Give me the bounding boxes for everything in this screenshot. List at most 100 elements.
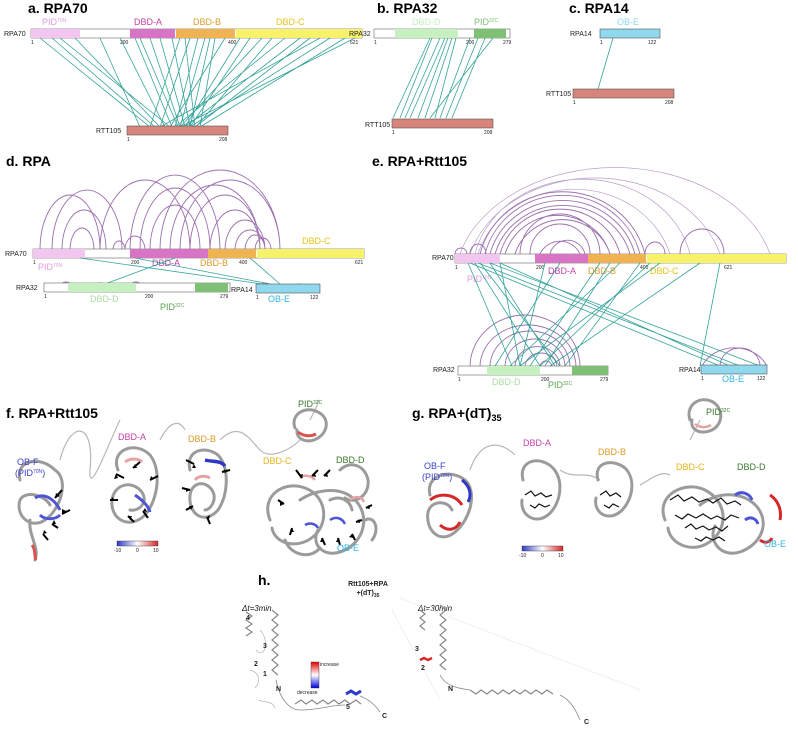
panel-c-obe-bar: [599, 28, 661, 39]
panel-d-dbdd-label: DBD-D: [90, 294, 119, 304]
panel-g-dbdb-label: DBD-B: [598, 447, 626, 457]
panel-f-scale-min: -10: [114, 548, 121, 554]
panel-e-32-tick-1: 1: [458, 377, 461, 383]
panel-g-obf-pid-label: (PID70N): [422, 472, 452, 482]
panel-a-dbdc-segment: [236, 29, 362, 38]
panel-h-left-label-1: 1: [263, 671, 267, 678]
panel-e-obe-bar: [700, 364, 768, 375]
panel-b-tick-200: 200: [466, 40, 475, 46]
panel-e-pid70-segment: [455, 254, 500, 263]
panel-h-left-label-4: 4: [246, 615, 250, 622]
panel-d-32-tick-200: 200: [145, 294, 154, 300]
panel-c-rpa14-label: RPA14: [570, 31, 592, 38]
panel-e-dbda-segment: [535, 254, 588, 263]
panel-a-dbda-segment: [130, 29, 175, 38]
panel-d-dbdc-segment: [257, 249, 364, 258]
panel-f-obe-label: OB-E: [337, 543, 359, 553]
panel-d-14-tick-122: 122: [310, 295, 319, 301]
panel-d-dbdb-label: DBD-B: [200, 258, 228, 268]
panel-a: a. RPA70 RPA70 PID70N DBD-A DBD-B DBD-C …: [4, 0, 363, 143]
panel-e-pid32-segment: [572, 366, 608, 375]
panel-f-dbdb-label: DBD-B: [188, 434, 216, 444]
panel-e-dbda-label: DBD-A: [548, 266, 576, 276]
panel-h-legend-increase: increase: [320, 662, 339, 668]
panel-c-obe-label: OB-E: [617, 17, 639, 27]
panel-f-pid32-label: PID32C: [298, 399, 323, 409]
panel-a-rtt-tick-208: 208: [219, 137, 228, 143]
panel-h-left-label-2: 2: [254, 661, 258, 668]
panel-d-arcs: [39, 169, 304, 289]
panel-f-dbdd-label: DBD-D: [336, 455, 365, 465]
panel-a-pid-label: PID70N: [42, 17, 67, 27]
panel-f-dbdc-label: DBD-C: [263, 456, 292, 466]
panel-g-scale-mid: 0: [541, 553, 544, 559]
panel-d-70-tick-400: 400: [239, 260, 248, 266]
panel-a-crosslinks: [39, 37, 356, 128]
panel-b-rtt105-bar: [391, 118, 494, 129]
panel-g-title: g. RPA+(dT)35: [412, 405, 501, 423]
panel-d-dbdd-segment: [68, 283, 136, 292]
panel-e-pid32-label: PID32C: [548, 380, 573, 390]
panel-h-left-label-5: 5: [346, 704, 350, 711]
panel-b-rtt105-label: RTT105: [365, 122, 390, 129]
panel-d-pid32-label: PID32C: [160, 302, 185, 312]
panel-d-70-tick-621: 621: [355, 260, 364, 266]
panel-f: f. RPA+Rtt105: [6, 399, 378, 562]
panel-c-rtt-tick-1: 1: [573, 100, 576, 106]
panel-g-obf-label: OB-F: [424, 461, 446, 471]
panel-e-32-tick-200: 200: [541, 377, 550, 383]
panel-d-obe-label: OB-E: [268, 294, 290, 304]
panel-f-obf-label: OB-F: [17, 457, 39, 467]
panel-b-dbdd-label: DBD-D: [412, 17, 441, 27]
panel-d-32-tick-279: 279: [220, 294, 229, 300]
panel-f-color-scale: [116, 540, 159, 547]
panel-d-pid32-segment: [195, 283, 228, 292]
panel-a-rtt105-label: RTT105: [96, 128, 121, 135]
panel-h-right-structure: [391, 597, 641, 721]
panel-e-arcs: [454, 167, 771, 368]
panel-g-dbda-label: DBD-A: [523, 438, 551, 448]
panel-a-rpa70-label: RPA70: [4, 31, 26, 38]
panel-e-dbdd-label: DBD-D: [492, 377, 521, 387]
panel-a-tick-621: 621: [350, 40, 359, 46]
panel-c-rtt105-label: RTT105: [546, 91, 571, 98]
panel-c: c. RPA14 RPA14 OB-E 1 122 RTT105 1 208: [546, 0, 675, 106]
panel-h-right-label-n: N: [448, 686, 453, 693]
panel-h-time-30min: Δt=30min: [417, 604, 453, 613]
panel-a-title: a. RPA70: [28, 0, 88, 16]
panel-h-header-2: +(dT)35: [357, 590, 380, 599]
panel-b: b. RPA32 RPA32 DBD-D PID32C 1 200 279 RT…: [349, 0, 512, 136]
panel-a-rtt-tick-1: 1: [127, 137, 130, 143]
panel-c-tick-122: 122: [648, 40, 657, 46]
panel-a-dbdc-label: DBD-C: [276, 17, 305, 27]
panel-e-70-tick-200: 200: [536, 265, 545, 271]
panel-d-dbdc-label: DBD-C: [302, 236, 331, 246]
panel-c-title: c. RPA14: [569, 0, 629, 16]
panel-h-right-label-c: C: [584, 719, 589, 726]
panel-d: d. RPA RPA70 PID70N DBD-A DBD-B DBD-C 1 …: [5, 153, 365, 312]
panel-c-rtt-tick-208: 208: [665, 100, 674, 106]
panel-h-legend-bar: [310, 661, 320, 689]
panel-h-right-label-2: 2: [421, 665, 425, 672]
panel-h-right-label-3: 3: [415, 646, 419, 653]
panel-b-rpa32-label: RPA32: [349, 31, 371, 38]
panel-d-dbdb-segment: [208, 249, 256, 258]
panel-e-rpa70-label: RPA70: [432, 255, 454, 262]
panel-f-title: f. RPA+Rtt105: [6, 405, 98, 421]
panel-d-pid70-label: PID70N: [38, 262, 63, 272]
panel-e-obe-label: OB-E: [722, 374, 744, 384]
panel-d-title: d. RPA: [6, 153, 51, 169]
panel-e-dbdc-segment: [647, 254, 786, 263]
panel-a-tick-200: 200: [120, 40, 129, 46]
panel-d-dbda-segment: [130, 249, 208, 258]
panel-b-tick-1: 1: [374, 40, 377, 46]
panel-a-rtt105-bar: [126, 125, 229, 136]
panel-b-title: b. RPA32: [377, 0, 438, 16]
panel-g-obe-label: OB-E: [764, 539, 786, 549]
panel-a-tick-400: 400: [228, 40, 237, 46]
panel-d-rpa32-bar: [43, 282, 231, 293]
panel-g-dbdc-label: DBD-C: [676, 462, 705, 472]
panel-e-rpa14-label: RPA14: [679, 367, 701, 374]
panel-e-dbdb-label: DBD-B: [588, 266, 616, 276]
